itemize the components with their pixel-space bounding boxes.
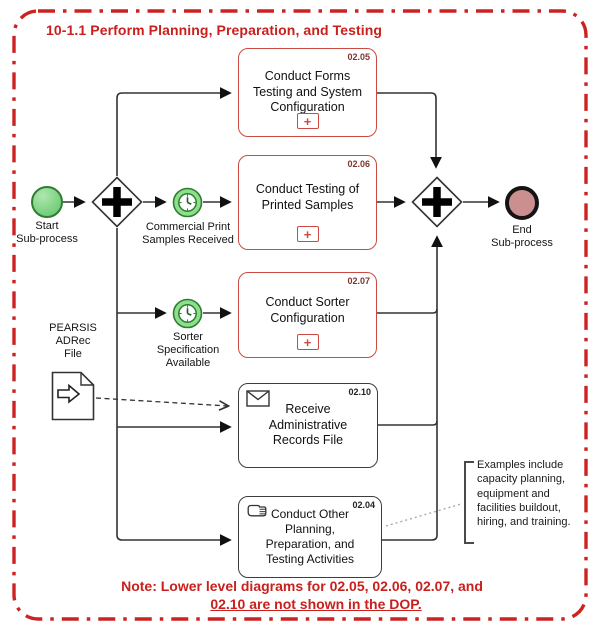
end-event-label: End Sub-process	[491, 224, 553, 250]
annotation-bracket	[464, 461, 474, 544]
start-event[interactable]	[31, 186, 63, 218]
data-object-label: PEARSIS ADRec File	[49, 322, 97, 361]
task-number: 02.06	[347, 159, 370, 169]
plus-icon	[102, 187, 132, 217]
task-number: 02.05	[347, 52, 370, 62]
note-line1: Note: Lower level diagrams for 02.05, 02…	[121, 578, 483, 594]
end-event[interactable]	[505, 186, 539, 220]
flow-0204-trunk-to-join	[382, 235, 443, 541]
task-label: Conduct Other Planning, Preparation, and…	[265, 506, 355, 567]
task-02-05[interactable]: 02.05 Conduct Forms Testing and System C…	[238, 48, 377, 137]
flow-gateway-to-0205	[116, 87, 232, 176]
flow-0207-to-trunk	[377, 308, 438, 314]
plus-glyph: +	[303, 113, 312, 129]
start-event-label: Start Sub-process	[16, 220, 78, 246]
task-label: Receive Administrative Records File	[268, 401, 348, 448]
task-number: 02.04	[352, 500, 375, 510]
task-label: Conduct Testing of Printed Samples	[255, 181, 360, 212]
hand-icon	[246, 503, 267, 523]
timer-event-commercial-print[interactable]	[172, 187, 203, 223]
plus-icon	[422, 187, 452, 217]
annotation-text: Examples include capacity planning, equi…	[477, 459, 571, 529]
document-icon	[51, 371, 95, 421]
task-label: Conduct Forms Testing and System Configu…	[252, 68, 363, 115]
task-02-04[interactable]: 02.04 Conduct Other Planning, Preparatio…	[238, 496, 382, 578]
page-title: 10-1.1 Perform Planning, Preparation, an…	[46, 22, 383, 38]
flow-0205-to-join	[377, 92, 442, 169]
timer-icon	[172, 298, 203, 329]
timer1-label: Commercial Print Samples Received	[142, 221, 234, 247]
flow-0210-to-trunk	[377, 420, 438, 426]
task-02-07[interactable]: 02.07 Conduct Sorter Configuration +	[238, 272, 377, 358]
timer-icon	[172, 187, 203, 218]
note-line2: 02.10 are not shown in the DOP.	[210, 596, 422, 612]
arrow-right-icon	[57, 383, 81, 404]
sequence-flows	[63, 87, 500, 546]
subprocess-plus-icon[interactable]: +	[296, 113, 319, 129]
parallel-gateway-join[interactable]	[411, 176, 463, 228]
task-02-10[interactable]: 02.10 Receive Administrative Records Fil…	[238, 383, 378, 468]
data-object-pearsis-adrec-file[interactable]	[51, 371, 95, 426]
timer-event-sorter-spec[interactable]	[172, 298, 203, 334]
plus-glyph: +	[303, 334, 312, 350]
subprocess-plus-icon[interactable]: +	[296, 334, 319, 350]
plus-glyph: +	[303, 226, 312, 242]
annotation-link	[385, 503, 462, 527]
task-label: Conduct Sorter Configuration	[265, 295, 350, 325]
timer2-label: Sorter Specification Available	[156, 331, 220, 370]
task-number: 02.10	[348, 387, 371, 397]
subprocess-plus-icon[interactable]: +	[296, 226, 319, 242]
dashed-frame	[12, 9, 588, 621]
envelope-icon	[246, 390, 270, 412]
task-number: 02.07	[347, 276, 370, 286]
parallel-gateway-split[interactable]	[91, 176, 143, 228]
flow-trunk-to-0204	[116, 228, 232, 546]
message-flow-adrec-file	[95, 397, 228, 406]
task-02-06[interactable]: 02.06 Conduct Testing of Printed Samples…	[238, 155, 377, 250]
